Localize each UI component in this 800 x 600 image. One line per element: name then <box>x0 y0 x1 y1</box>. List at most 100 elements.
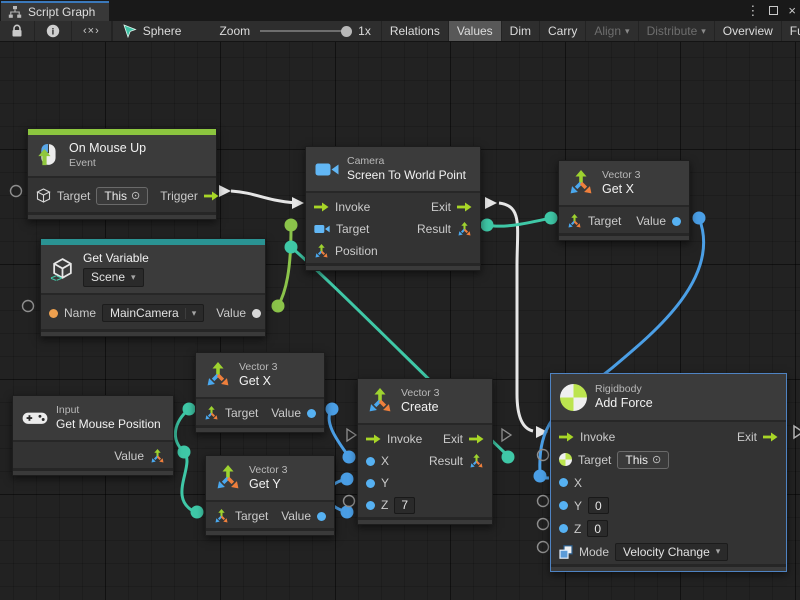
value-port[interactable] <box>252 309 261 318</box>
flow-arrow-icon[interactable] <box>366 434 381 444</box>
enum-icon[interactable] <box>559 545 573 559</box>
node-vector3-create[interactable]: Vector 3 Create Invoke Exit X Result <box>357 378 493 525</box>
port-label-z: Z <box>574 522 581 536</box>
wire-result-to-getx-target[interactable] <box>487 218 551 226</box>
port-marker[interactable] <box>538 542 549 553</box>
node-screen-to-world-point[interactable]: Camera Screen To World Point Invoke Exit… <box>305 146 481 271</box>
vector3-icon[interactable] <box>567 214 582 229</box>
vector3-icon[interactable] <box>204 406 219 421</box>
node-get-mouse-position[interactable]: Input Get Mouse Position Value <box>12 395 174 476</box>
port-marker[interactable] <box>344 496 355 507</box>
port-marker[interactable] <box>11 186 22 197</box>
port-label-z: Z <box>381 498 388 512</box>
distribute-dropdown[interactable]: Distribute▾ <box>639 21 715 41</box>
caret-down-icon: ▾ <box>185 308 197 319</box>
tab-script-graph[interactable]: Script Graph <box>1 1 109 21</box>
close-icon[interactable]: × <box>788 4 796 17</box>
zoom-slider-knob[interactable] <box>341 26 352 37</box>
y-value-input[interactable]: 0 <box>588 497 609 514</box>
flow-arrow-icon[interactable] <box>457 202 472 212</box>
target-icon: ⊙ <box>652 453 661 466</box>
relations-toggle[interactable]: Relations <box>382 21 449 41</box>
vector3-icon[interactable] <box>150 449 165 464</box>
graph-canvas[interactable]: On Mouse Up Event Target This⊙ Trigger <box>0 42 800 600</box>
overview-button[interactable]: Overview <box>715 21 782 41</box>
zoom-slider[interactable] <box>260 30 348 32</box>
flow-arrow-icon[interactable] <box>469 434 484 444</box>
gameobject-icon <box>36 188 51 203</box>
value-port[interactable] <box>317 512 326 521</box>
node-type: Input <box>56 404 161 417</box>
values-toggle[interactable]: Values <box>449 21 502 41</box>
y-port[interactable] <box>366 479 375 488</box>
graph-owner-label[interactable]: Sphere <box>143 24 182 38</box>
port-label-target: Target <box>57 189 90 203</box>
wire-variable-to-target[interactable] <box>278 228 291 306</box>
node-type: Vector 3 <box>602 169 641 182</box>
x-port[interactable] <box>366 457 375 466</box>
dim-toggle[interactable]: Dim <box>502 21 540 41</box>
flow-arrow-icon[interactable] <box>204 191 219 201</box>
port-label-result: Result <box>429 454 463 468</box>
camera-icon[interactable] <box>314 224 330 234</box>
wire-mousepos-to-getx[interactable] <box>175 409 189 452</box>
port-marker[interactable] <box>538 519 549 530</box>
port-marker[interactable] <box>538 450 549 461</box>
port-marker-flow[interactable] <box>347 429 356 441</box>
window-menu-icon[interactable]: ⋮ <box>746 4 759 17</box>
align-dropdown[interactable]: Align▾ <box>586 21 638 41</box>
port-label-target: Target <box>336 222 369 236</box>
port-marker[interactable] <box>538 496 549 507</box>
port-marker-flow[interactable] <box>502 429 511 441</box>
inspect-button[interactable] <box>35 21 72 41</box>
variable-name-dropdown[interactable]: MainCamera▾ <box>102 304 204 322</box>
y-port[interactable] <box>559 501 568 510</box>
node-rigidbody-add-force[interactable]: Rigidbody Add Force Invoke Exit Target T… <box>550 373 787 572</box>
x-port[interactable] <box>559 478 568 487</box>
node-type: Rigidbody <box>595 383 653 396</box>
wire-exit-to-invoke[interactable] <box>499 203 533 431</box>
port-label-exit: Exit <box>443 432 463 446</box>
port-marker[interactable] <box>23 301 34 312</box>
full-screen-button[interactable]: Full Screen <box>782 21 800 41</box>
lock-button[interactable] <box>0 21 35 41</box>
wire-trigger-to-invoke[interactable] <box>231 191 296 203</box>
maximize-icon[interactable] <box>769 6 778 15</box>
wire-flow-arrowhead <box>292 197 304 209</box>
port-marker-flow[interactable] <box>794 426 800 438</box>
variable-scope-dropdown[interactable]: Scene▾ <box>83 268 144 287</box>
mode-dropdown[interactable]: Velocity Change▾ <box>615 543 728 561</box>
vector3-icon <box>367 388 393 414</box>
node-on-mouse-up[interactable]: On Mouse Up Event Target This⊙ Trigger <box>27 128 217 220</box>
port-label-target: Target <box>225 406 258 420</box>
flow-arrow-icon[interactable] <box>314 202 329 212</box>
carry-toggle[interactable]: Carry <box>540 21 586 41</box>
wire-mousepos-to-gety[interactable] <box>182 452 195 512</box>
z-value-input[interactable]: 0 <box>587 520 608 537</box>
node-vector3-get-x-top[interactable]: Vector 3 Get X Target Value <box>558 160 690 241</box>
flow-arrow-icon[interactable] <box>559 432 574 442</box>
z-port[interactable] <box>366 501 375 510</box>
z-value-input[interactable]: 7 <box>394 497 415 514</box>
vector3-icon[interactable] <box>457 222 472 237</box>
unity-variable-icon <box>50 257 75 282</box>
flow-arrow-icon[interactable] <box>763 432 778 442</box>
target-self-pill[interactable]: This⊙ <box>617 451 669 469</box>
code-preview-button[interactable]: ‹×› <box>72 21 112 41</box>
wire-flow-arrowhead <box>485 197 497 209</box>
name-port[interactable] <box>49 309 58 318</box>
wire-getx-to-create-x[interactable] <box>329 409 349 457</box>
value-port[interactable] <box>307 409 316 418</box>
node-vector3-get-x-mid[interactable]: Vector 3 Get X Target Value <box>195 352 325 433</box>
node-vector3-get-y[interactable]: Vector 3 Get Y Target Value <box>205 455 335 536</box>
vector3-icon[interactable] <box>469 454 484 469</box>
vector3-icon[interactable] <box>314 244 329 259</box>
node-type: Vector 3 <box>249 464 288 477</box>
vector3-icon[interactable] <box>214 509 229 524</box>
node-get-variable[interactable]: Get Variable Scene▾ Name MainCamera▾ Val… <box>40 238 266 337</box>
rigidbody-icon[interactable] <box>559 453 572 466</box>
value-port[interactable] <box>672 217 681 226</box>
z-port[interactable] <box>559 524 568 533</box>
target-self-pill[interactable]: This⊙ <box>96 187 148 205</box>
